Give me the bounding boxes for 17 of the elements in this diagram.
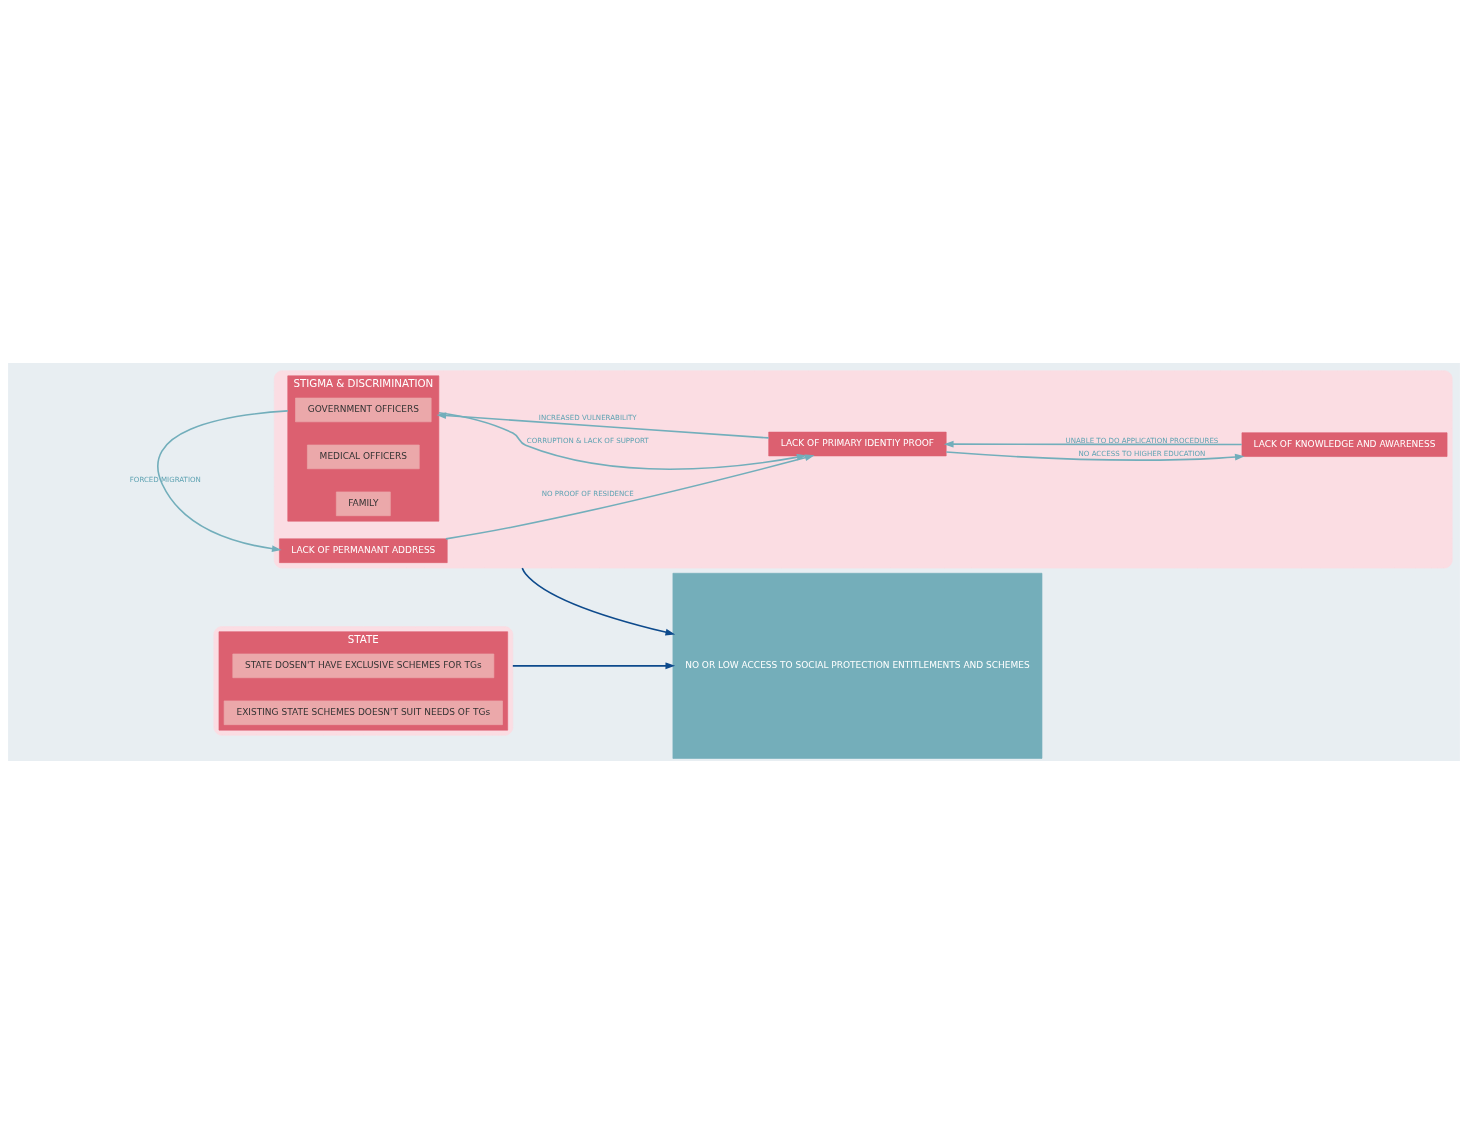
arrow (445, 454, 815, 540)
arrow (521, 567, 676, 636)
arrow (436, 412, 770, 439)
arrow (438, 411, 807, 471)
arrow (512, 662, 676, 670)
node-box: LACK OF PRIMARY IDENTIY PROOF (768, 431, 947, 457)
node-box: EXISTING STATE SCHEMES DOESN'T SUIT NEEDS OF TGs (223, 700, 503, 725)
arrow (945, 451, 1245, 461)
node-box: FAMILY (336, 491, 391, 517)
node-box: GOVERNMENT OFFICERS (295, 397, 432, 423)
node-box: LACK OF PERMANANT ADDRESS (279, 538, 448, 563)
node-box: NO OR LOW ACCESS TO SOCIAL PROTECTION ENTITLEMENTS AND SCHEMES (672, 572, 1043, 759)
node-box: MEDICAL OFFICERS (307, 444, 420, 470)
node-box: LACK OF KNOWLEDGE AND AWARENESS (1241, 432, 1448, 457)
node-box: STATE DOSEN'T HAVE EXCLUSIVE SCHEMES FOR TGs (232, 653, 495, 679)
arrow (157, 410, 289, 553)
arrow (943, 440, 1243, 448)
